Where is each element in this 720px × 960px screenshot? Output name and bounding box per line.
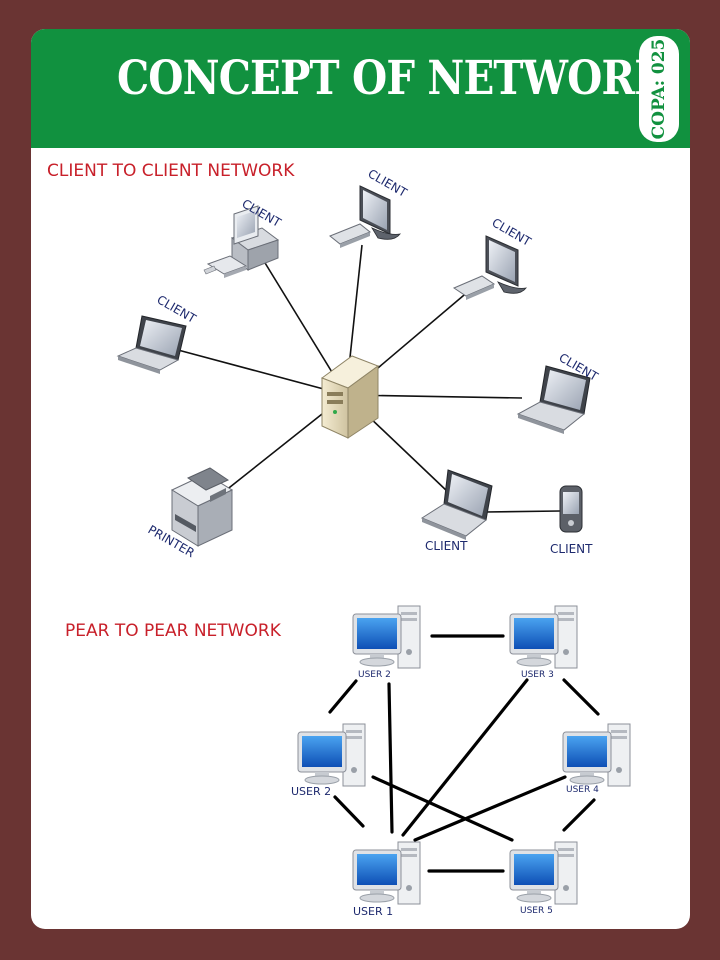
link-u2mid-u5 [371, 775, 514, 842]
monitor-top-icon [329, 185, 401, 248]
peer-computer-icon-u2top [352, 605, 421, 669]
desktop-computer-icon [203, 205, 280, 278]
label-client-laptop-bottom: CLIENT [425, 539, 468, 553]
laptop-bottom-icon [420, 469, 493, 540]
laptop-right-icon [516, 365, 591, 434]
peer-computer-icon-u1 [352, 841, 421, 905]
link-laptop-left [177, 349, 347, 396]
link-u3-u1 [401, 678, 529, 837]
header-bar: CONCEPT OF NETWORK COPA: 025 [31, 29, 690, 148]
link-u3-u4 [562, 678, 600, 716]
label-user-bottom-right: USER 5 [520, 906, 553, 916]
peer-links [328, 634, 600, 873]
label-user-top-left: USER 2 [358, 670, 391, 680]
server-icon [320, 355, 380, 439]
peer-computer-icon-u4 [562, 723, 631, 787]
link-u4-u1 [413, 775, 567, 842]
monitor-right-icon [452, 235, 527, 300]
peer-computer-icon-u5 [509, 841, 578, 905]
phone-icon [559, 485, 583, 533]
page-title: CONCEPT OF NETWORK [117, 51, 669, 106]
peer-network-heading: PEAR TO PEAR NETWORK [65, 621, 281, 641]
link-u2top-u1 [387, 682, 394, 834]
label-user-bottom-left: USER 1 [353, 905, 393, 918]
code-badge: COPA: 025 [639, 36, 679, 142]
label-user-top-right: USER 3 [521, 670, 554, 680]
label-user-mid-right: USER 4 [566, 785, 599, 795]
link-u4-u5 [562, 798, 596, 832]
link-u2mid-u1 [333, 795, 365, 828]
laptop-left-icon [116, 315, 187, 374]
peer-computer-icon-u3 [509, 605, 578, 669]
peer-computer-icon-u2mid [297, 723, 366, 787]
link-phone [484, 510, 561, 513]
printer-icon [170, 467, 234, 547]
client-network-heading: CLIENT TO CLIENT NETWORK [47, 161, 295, 181]
link-u2top-u2mid [328, 679, 358, 714]
label-user-mid-left: USER 2 [291, 785, 331, 798]
label-client-phone: CLIENT [550, 542, 593, 556]
